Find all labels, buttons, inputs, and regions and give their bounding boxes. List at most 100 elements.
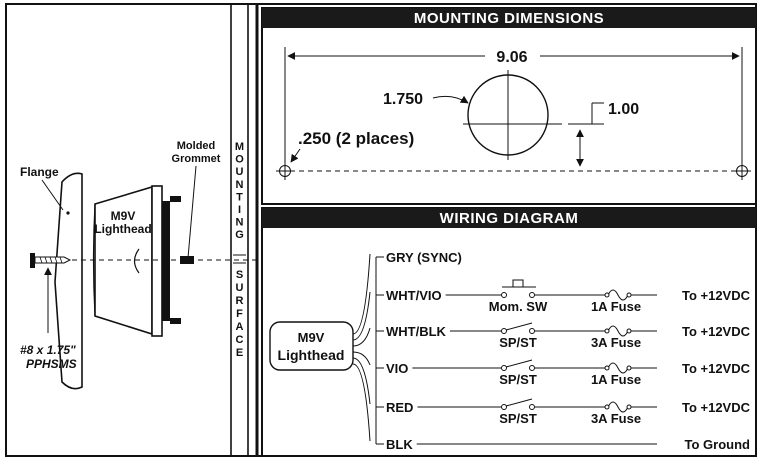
grommet-label-line2: Grommet (172, 153, 221, 165)
flange-leader (41, 179, 64, 211)
mounting-letter: I (238, 204, 241, 216)
mounting-letter: N (236, 217, 244, 229)
surface-letter: A (236, 321, 244, 333)
mounting-label: MOUNTING (235, 141, 244, 241)
screw-threads (39, 256, 63, 264)
fuse-label: 1A Fuse (591, 372, 641, 387)
lighthead-base (151, 185, 163, 337)
grommet-label-line1: Molded (177, 140, 216, 152)
mounting-letter: M (235, 141, 244, 153)
fuse-label: 3A Fuse (591, 411, 641, 426)
diameter-label: 1.750 (383, 91, 423, 108)
flange-shape (54, 172, 83, 390)
surface-letter: E (236, 347, 243, 359)
surface-letter: C (236, 334, 244, 346)
wire-destination: To +12VDC (682, 324, 751, 339)
wire-destination: To Ground (685, 437, 751, 452)
wire-label: RED (386, 400, 413, 415)
switch-contact (501, 404, 507, 410)
flange-label: Flange (20, 165, 59, 179)
fuse-symbol (607, 362, 629, 374)
grommet-stud (180, 256, 194, 264)
wiring-lighthead-line1: M9V (298, 330, 325, 345)
switch-blade (505, 359, 533, 368)
surface-letter: F (236, 308, 243, 320)
mounting-surface (230, 4, 259, 456)
switch-button (512, 279, 524, 288)
side-view: Flange M9V Lighthead Molded Grommet #8 x… (20, 140, 256, 390)
wire-row: RED SP/ST 3A Fuse To +12VDC (352, 357, 751, 426)
switch-contact (501, 292, 507, 298)
wire-fan (352, 351, 371, 366)
wire-row: BLK To Ground (352, 363, 751, 452)
surface-letter: U (236, 282, 244, 294)
wire-fan (352, 357, 371, 405)
mounting-letter: O (235, 154, 244, 166)
fuse-symbol (607, 289, 629, 301)
switch-contact (529, 292, 535, 298)
mounting-letter: T (236, 191, 243, 203)
grommet-leader (187, 165, 197, 259)
wire-fan (352, 363, 371, 442)
wire-fan (352, 253, 371, 335)
grommet-bottom-tab (170, 318, 181, 324)
switch-label: SP/ST (499, 411, 537, 426)
surface-letter: R (236, 295, 244, 307)
wiring-header: WIRING DIAGRAM (440, 210, 579, 227)
wiring-header-bar (262, 208, 756, 228)
wire-row: WHT/VIO Mom. SW 1A Fuse To +12VDC (352, 279, 751, 341)
switch-label: Mom. SW (489, 299, 548, 314)
mounting-header-bar (262, 8, 756, 28)
mounting-letter: G (235, 229, 244, 241)
fuse-terminal (604, 328, 610, 334)
fuse-terminal (604, 292, 610, 298)
screw-label-line2: PPHSMS (26, 357, 77, 371)
mounting-header: MOUNTING DIMENSIONS (414, 10, 604, 27)
fuse-terminal (626, 328, 632, 334)
width-label: 9.06 (496, 49, 527, 66)
wire-label: VIO (386, 361, 408, 376)
fuse-label: 1A Fuse (591, 299, 641, 314)
mounting-letter: U (236, 166, 244, 178)
screw-label-line1: #8 x 1.75" (20, 343, 76, 357)
hole-leader (290, 148, 301, 163)
wire-list: GRY (SYNC) WHT/VIO Mom. SW 1A Fuse To +12VDC… (352, 250, 751, 452)
wire-destination: To +12VDC (682, 400, 751, 415)
switch-contact (501, 328, 507, 334)
fuse-terminal (626, 365, 632, 371)
switch-label: SP/ST (499, 372, 537, 387)
mounting-letter: N (236, 179, 244, 191)
fuse-symbol (607, 401, 629, 413)
wire-label: WHT/VIO (386, 288, 442, 303)
fuse-terminal (604, 404, 610, 410)
fuse-terminal (626, 404, 632, 410)
wire-fan (352, 327, 371, 347)
wire-fan (352, 291, 371, 341)
wire-row: GRY (SYNC) (352, 250, 462, 335)
diameter-leader (432, 95, 469, 104)
wiring-lighthead-line2: Lighthead (278, 347, 345, 363)
switch-contact (529, 404, 535, 410)
switch-blade (505, 398, 533, 407)
flange-dot (66, 211, 70, 215)
right-mount-hole (733, 162, 751, 180)
fuse-symbol (607, 325, 629, 337)
fuse-label: 3A Fuse (591, 335, 641, 350)
wire-label: BLK (386, 437, 413, 452)
fuse-terminal (626, 292, 632, 298)
wire-label: WHT/BLK (386, 324, 447, 339)
grommet-top-tab (170, 196, 181, 202)
left-mount-hole (276, 162, 294, 180)
screw-head (30, 253, 35, 268)
wire-label: GRY (SYNC) (386, 250, 462, 265)
offset-label: 1.00 (608, 101, 639, 118)
side-lighthead-line1: M9V (111, 209, 136, 223)
wire-destination: To +12VDC (682, 361, 751, 376)
mounting-panel (261, 7, 757, 205)
lighthead-lamp (133, 248, 140, 274)
switch-contact (501, 365, 507, 371)
switch-contact (529, 328, 535, 334)
molded-grommet (162, 201, 170, 321)
wire-destination: To +12VDC (682, 288, 751, 303)
